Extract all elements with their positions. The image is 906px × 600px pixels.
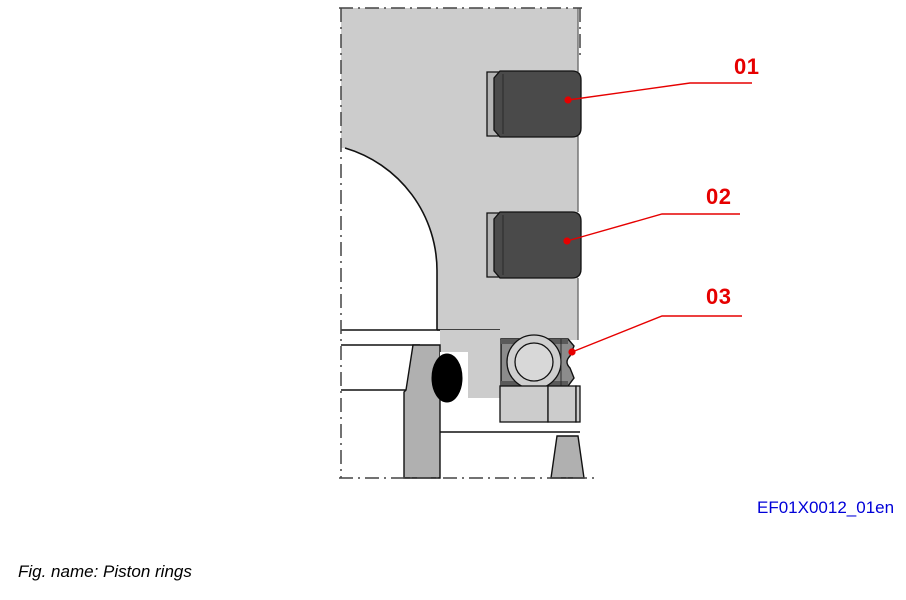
o-ring-seal-group <box>431 352 468 403</box>
lower-boss <box>550 435 585 479</box>
leader-dot-01 <box>564 96 572 104</box>
groove-block-right <box>575 385 581 423</box>
leader-dot-03 <box>568 348 576 356</box>
leader-line-01 <box>567 82 752 101</box>
callout-leader-03 <box>568 315 742 356</box>
ring-01-body <box>493 70 582 138</box>
leader-line-03 <box>571 315 742 353</box>
oil-scraper-ring <box>500 334 575 390</box>
second-compression-ring <box>486 211 582 279</box>
groove-block-mid <box>547 385 577 423</box>
lower-boss-group <box>550 435 585 479</box>
lower-groove-blocks <box>499 385 581 423</box>
ring-03-inner-bore <box>514 342 554 382</box>
leader-line-02 <box>566 213 740 242</box>
callout-leader-02 <box>563 213 740 245</box>
leader-dot-02 <box>563 237 571 245</box>
centerlines <box>339 7 596 479</box>
groove-block-left <box>499 385 549 423</box>
o-ring-seal <box>431 353 463 403</box>
shelf-group <box>341 329 440 391</box>
top-compression-ring <box>486 70 582 138</box>
ring-02-body <box>493 211 582 279</box>
callout-leaders <box>563 82 752 356</box>
piston-fillet-arc <box>344 147 438 273</box>
callout-leader-01 <box>564 82 752 104</box>
